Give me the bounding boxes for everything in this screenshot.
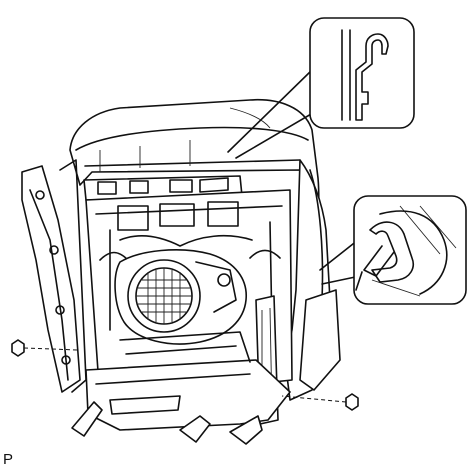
callout-leader-top (227, 69, 313, 153)
callout-leader-side (319, 239, 359, 271)
right-bolt (281, 393, 359, 411)
right-side-bolster (284, 159, 341, 401)
lumbar-fan-assembly (114, 249, 247, 345)
fan-grille (136, 268, 192, 324)
callout-leader-top-2 (235, 109, 319, 159)
clip-profile-icon (309, 17, 415, 129)
mounting-feet (71, 401, 263, 445)
left-bolt (11, 339, 79, 357)
left-side-frame (21, 159, 87, 393)
hook-clip-icon (353, 195, 467, 305)
seatback-cushion (69, 98, 320, 301)
corner-label: P (3, 451, 14, 468)
